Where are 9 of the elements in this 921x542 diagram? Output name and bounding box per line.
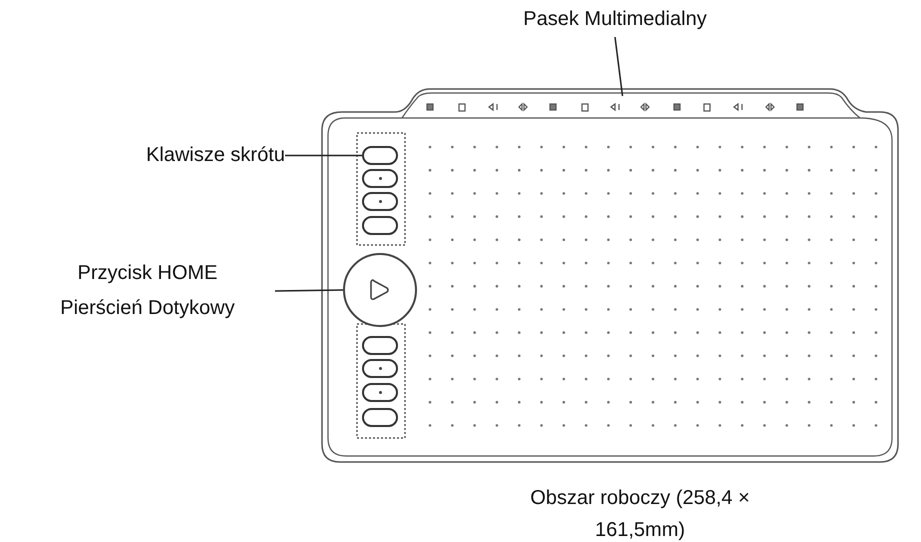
leader-line [274, 289, 344, 292]
callout-text: Przycisk HOME [78, 261, 218, 286]
dimension-note: Obszar roboczy (258,4 × 161,5mm) [529, 486, 751, 542]
shortcut-key [362, 146, 398, 165]
callout-text: Klawisze skrótu [146, 143, 285, 168]
leader-line [285, 154, 362, 156]
leader-line [614, 36, 624, 96]
callout-text: Pierścień Dotykowy [60, 296, 235, 321]
callout-text: Pasek Multimedialny [523, 7, 707, 32]
